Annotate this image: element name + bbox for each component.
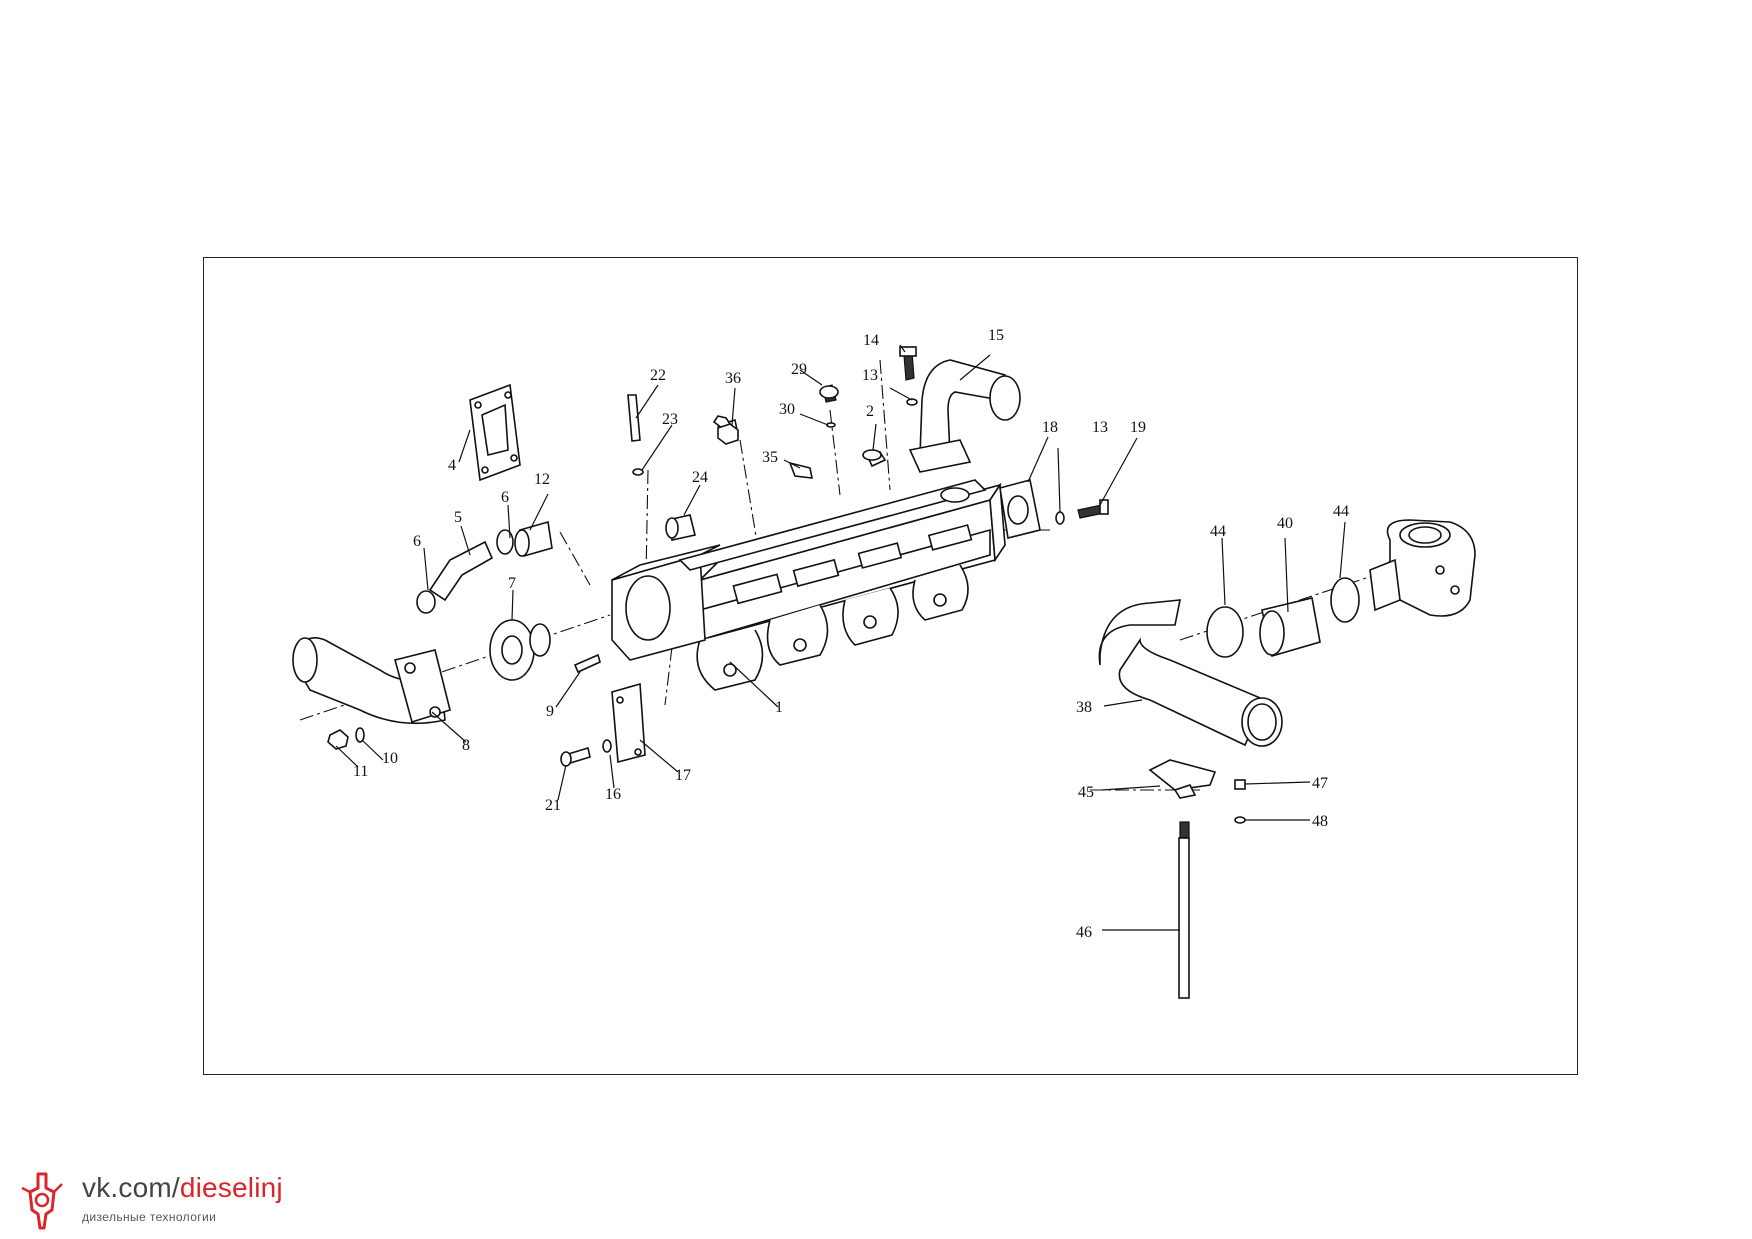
callout-label: 15 [988, 327, 1004, 344]
callout-label: 11 [353, 763, 368, 780]
brand-watermark: vk.com/dieselinj дизельные технологии [16, 1170, 336, 1232]
callout-label: 8 [462, 737, 470, 754]
callout-label: 18 [1042, 419, 1058, 436]
inlet-bend-pipe [292, 637, 451, 725]
callout-label: 6 [501, 489, 509, 506]
callout-label: 46 [1076, 924, 1092, 941]
callout-labels: 1 2 4 5 6 6 7 8 9 10 11 12 13 13 14 15 1… [353, 327, 1349, 941]
callout-label: 4 [448, 457, 456, 474]
callout-label: 22 [650, 367, 666, 384]
callout-label: 10 [382, 750, 398, 767]
callout-label: 40 [1277, 515, 1293, 532]
callout-label: 44 [1210, 523, 1226, 540]
callout-label: 30 [779, 401, 795, 418]
turbocharger [1369, 519, 1476, 617]
small-elbow-hose [416, 520, 553, 614]
exhaust-manifold [611, 479, 1006, 691]
callout-label: 1 [775, 699, 783, 716]
callout-label: 29 [791, 361, 807, 378]
callout-label: 45 [1078, 784, 1094, 801]
callout-label: 14 [863, 332, 879, 349]
callout-label: 13 [862, 367, 878, 384]
callout-label: 36 [725, 370, 741, 387]
callout-label: 12 [534, 471, 550, 488]
callout-label: 44 [1333, 503, 1349, 520]
callout-label: 2 [866, 403, 874, 420]
brand-url[interactable]: vk.com/dieselinj [82, 1172, 283, 1204]
callout-label: 35 [762, 449, 778, 466]
callout-label: 19 [1130, 419, 1146, 436]
drawing-frame [203, 257, 1578, 1075]
injector-logo-icon [21, 1172, 63, 1230]
small-fittings [712, 384, 887, 479]
flange-plate-right [999, 479, 1109, 539]
stud-and-sensor [627, 394, 739, 541]
callout-label: 23 [662, 411, 678, 428]
callout-label: 38 [1076, 699, 1092, 716]
callout-label: 21 [545, 797, 561, 814]
support-bracket [1148, 759, 1246, 999]
callout-label: 7 [508, 575, 516, 592]
gasket-plate [469, 383, 521, 482]
upper-outlet-elbow [899, 346, 1021, 473]
callout-label: 5 [454, 509, 462, 526]
callout-label: 47 [1312, 775, 1328, 792]
fasteners-left [327, 653, 646, 767]
turbo-intake-hose [1098, 577, 1360, 747]
thermostat [489, 619, 551, 681]
callout-label: 9 [546, 703, 554, 720]
brand-handle: dieselinj [179, 1172, 283, 1203]
brand-tagline: дизельные технологии [82, 1210, 217, 1224]
callout-label: 48 [1312, 813, 1328, 830]
callout-label: 6 [413, 533, 421, 550]
leader-lines [335, 344, 1346, 931]
callout-label: 24 [692, 469, 708, 486]
callout-label: 16 [605, 786, 621, 803]
callout-label: 17 [675, 767, 691, 784]
brand-site: vk.com/ [82, 1172, 180, 1203]
callout-label: 13 [1092, 419, 1108, 436]
